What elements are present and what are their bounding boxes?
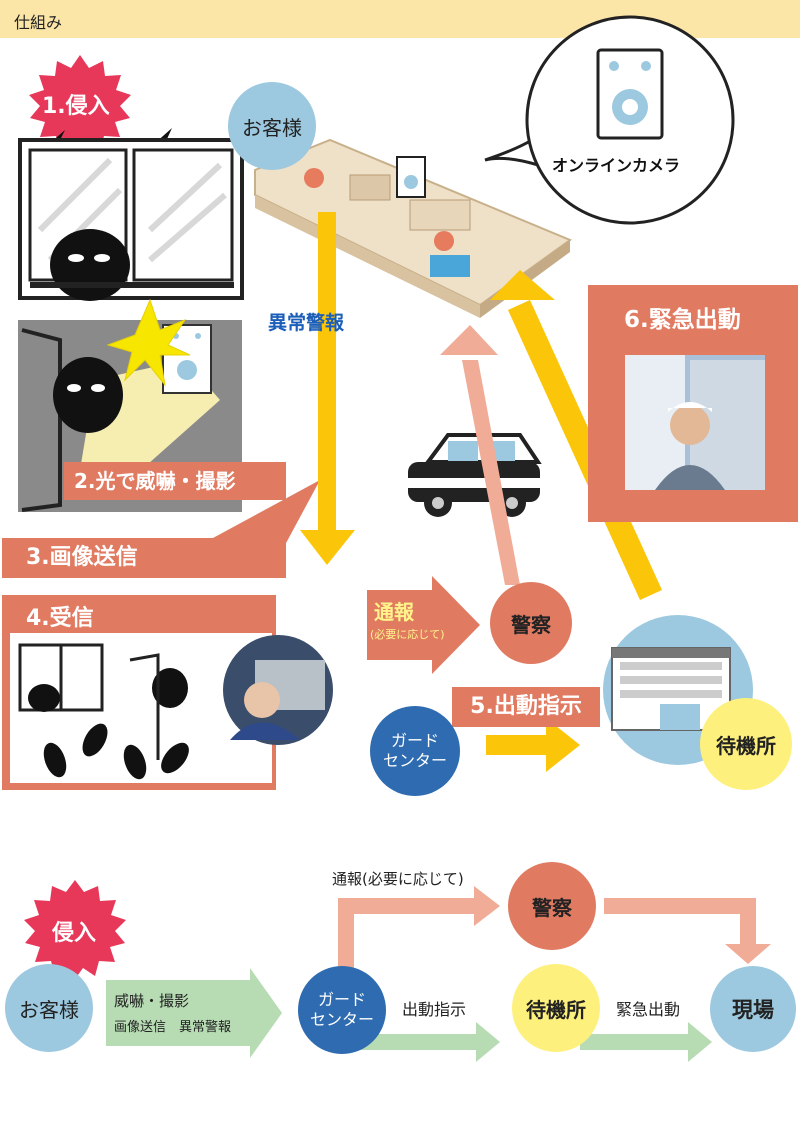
guard-center-line2: センター bbox=[382, 751, 447, 770]
step4-label: 4.受信 bbox=[26, 606, 94, 631]
bottom-dispatch-label: 出動指示 bbox=[402, 1000, 467, 1019]
bottom-standby-label: 待機所 bbox=[526, 997, 586, 1022]
dispatch-arrow bbox=[486, 718, 580, 772]
bottom-guard-center-line1: ガード bbox=[317, 990, 366, 1009]
bottom-arrow-text-line1: 威嚇・撮影 bbox=[114, 992, 190, 1010]
customer-node: お客様 bbox=[228, 82, 316, 170]
report-arrow bbox=[367, 576, 480, 674]
section-title: 仕組み bbox=[14, 13, 63, 32]
emergency-panel bbox=[588, 285, 798, 522]
bottom-guard-center-node: ガード センター bbox=[298, 966, 386, 1054]
step3-label: 3.画像送信 bbox=[2, 538, 286, 578]
report-label: 通報 bbox=[374, 600, 414, 624]
guard-center-line1: ガード bbox=[390, 731, 439, 750]
bottom-report-label: 通報(必要に応じて) bbox=[332, 870, 464, 888]
alert-arrow bbox=[300, 212, 355, 565]
standby-node: 待機所 bbox=[700, 698, 792, 790]
top-illustration bbox=[2, 15, 798, 790]
bottom-site-node: 現場 bbox=[710, 966, 796, 1052]
step5-label: 5.出動指示 bbox=[452, 687, 600, 727]
guard-center-node: ガード センター bbox=[370, 706, 460, 796]
standby-label: 待機所 bbox=[716, 733, 776, 758]
bottom-police-label: 警察 bbox=[532, 895, 572, 920]
receive-panel bbox=[2, 595, 333, 790]
camera-label: オンラインカメラ bbox=[552, 156, 681, 175]
bottom-arrow-text-line2: 画像送信 異常警報 bbox=[114, 1020, 232, 1035]
bottom-customer-label: お客様 bbox=[19, 997, 79, 1022]
section-header: 仕組み bbox=[0, 0, 800, 38]
camera-icon bbox=[596, 48, 664, 140]
alert-label: 異常警報 bbox=[268, 312, 345, 334]
customer-label: お客様 bbox=[242, 115, 302, 140]
bottom-customer-arrow bbox=[106, 968, 282, 1058]
bottom-police-site-arrow bbox=[604, 898, 771, 964]
bottom-guard-center-line2: センター bbox=[309, 1010, 374, 1029]
step2-label: 2.光で威嚇・撮影 bbox=[64, 462, 286, 500]
bottom-emergency-arrow bbox=[580, 1022, 712, 1062]
building-icon bbox=[611, 647, 731, 731]
window-burglar-illustration bbox=[18, 138, 244, 301]
police-label: 警察 bbox=[511, 612, 551, 637]
bottom-standby-node: 待機所 bbox=[512, 964, 600, 1052]
bottom-report-arrow bbox=[338, 886, 500, 970]
police-car-icon bbox=[408, 428, 542, 517]
police-response-arrow bbox=[440, 325, 520, 585]
bottom-customer-node: お客様 bbox=[5, 964, 93, 1052]
intrusion-label: 1.侵入 bbox=[42, 94, 110, 119]
intrusion-burst bbox=[29, 55, 131, 154]
bottom-police-node: 警察 bbox=[508, 862, 596, 950]
police-node: 警察 bbox=[490, 582, 572, 664]
bottom-site-label: 現場 bbox=[732, 998, 774, 1022]
report-note: (必要に応じて) bbox=[370, 628, 445, 641]
standby-dispatch-arrow bbox=[490, 270, 662, 600]
step6-label: 6.緊急出動 bbox=[624, 307, 741, 333]
bottom-emergency-label: 緊急出動 bbox=[616, 1000, 681, 1019]
bottom-intrusion-label: 侵入 bbox=[52, 921, 97, 946]
